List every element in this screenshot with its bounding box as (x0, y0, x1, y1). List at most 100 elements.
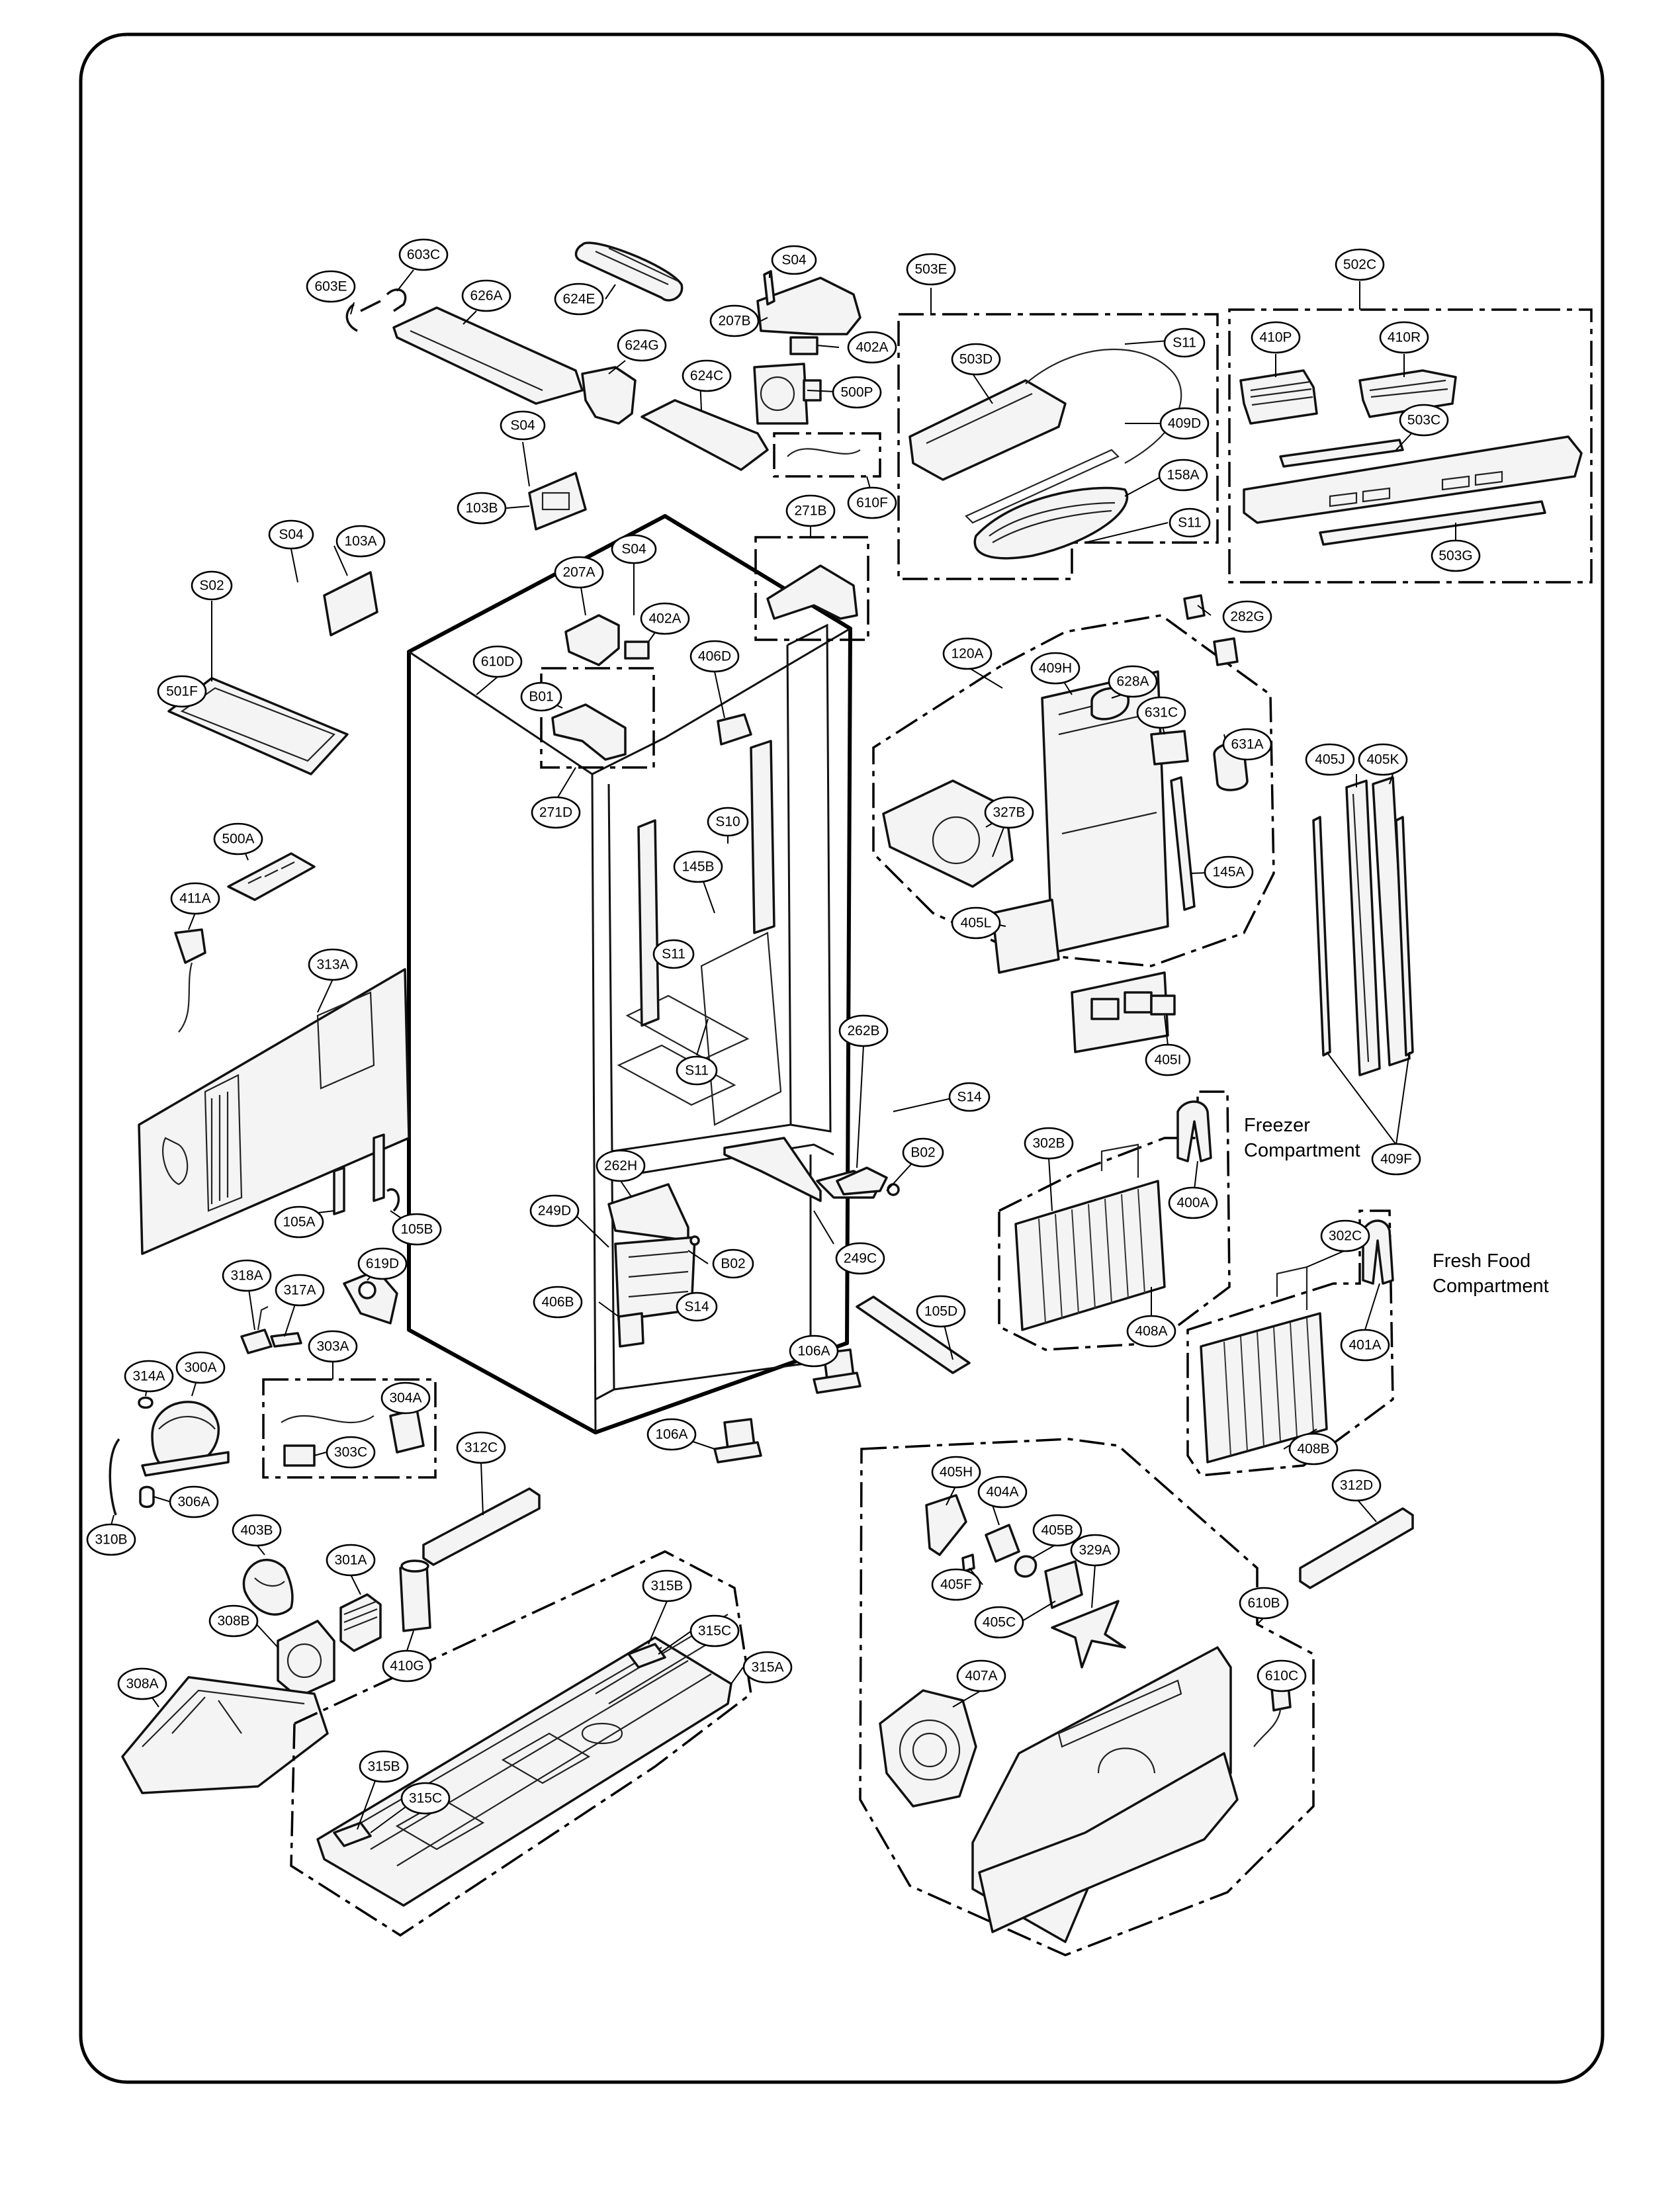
svg-text:S14: S14 (684, 1299, 709, 1315)
callout-315B: 315B (642, 1569, 692, 1602)
svg-text:405B: 405B (1041, 1523, 1073, 1538)
upper-hinge (766, 564, 858, 620)
svg-text:405K: 405K (1366, 752, 1399, 767)
svg-text:S04: S04 (279, 527, 304, 543)
callout-303A: 303A (308, 1330, 358, 1363)
tube-310B (109, 1438, 120, 1516)
part-402A (624, 640, 650, 660)
svg-text:271B: 271B (794, 503, 826, 519)
svg-text:503C: 503C (1407, 413, 1440, 428)
svg-text:105B: 105B (400, 1222, 433, 1237)
tube-105A (333, 1166, 345, 1215)
bracket-207B (756, 277, 862, 335)
svg-text:318A: 318A (230, 1268, 263, 1284)
callout-315B-lower: 315B (359, 1750, 409, 1783)
callout-405C: 405C (974, 1606, 1024, 1639)
svg-text:500A: 500A (222, 832, 254, 847)
callout-S04-c: S04 (268, 519, 314, 550)
svg-text:317A: 317A (283, 1283, 316, 1298)
fresh-food-caption-line1: Fresh Food (1433, 1250, 1530, 1272)
page-frame (79, 32, 1605, 2084)
svg-text:315C: 315C (409, 1791, 442, 1806)
callout-105B: 105B (392, 1213, 442, 1246)
freezer-caption-line1: Freezer (1244, 1115, 1310, 1136)
washer-405B (1014, 1555, 1038, 1578)
callout-500A: 500A (213, 822, 263, 855)
part-318A (240, 1329, 273, 1354)
callout-610D: 610D (472, 645, 523, 678)
svg-text:631A: 631A (1231, 737, 1263, 752)
svg-text:158A: 158A (1167, 468, 1199, 483)
hinge-group-271D (540, 667, 655, 769)
callout-282G: 282G (1222, 600, 1272, 633)
callout-603C: 603C (398, 238, 449, 271)
screw-S04-top (763, 270, 775, 306)
callout-271D: 271D (531, 796, 581, 829)
part-402A-top (789, 336, 818, 355)
svg-text:S11: S11 (662, 947, 685, 962)
grommet-314A (138, 1396, 154, 1409)
svg-text:405C: 405C (983, 1615, 1016, 1630)
pcb-500A (227, 852, 316, 901)
callout-S14-b: S14 (676, 1291, 718, 1322)
hinge-group-271B (754, 536, 869, 641)
svg-text:408A: 408A (1135, 1324, 1167, 1339)
callout-S04-d: S04 (611, 534, 657, 564)
svg-text:628A: 628A (1116, 674, 1149, 689)
relay-303C (283, 1444, 316, 1467)
callout-158A: 158A (1158, 459, 1208, 492)
fan-blade-329A (1051, 1600, 1126, 1669)
svg-text:624C: 624C (690, 369, 723, 384)
callout-405H: 405H (931, 1456, 981, 1489)
callout-628A: 628A (1108, 665, 1158, 698)
svg-text:S11: S11 (685, 1063, 709, 1078)
svg-text:207B: 207B (718, 314, 750, 329)
svg-text:610B: 610B (1247, 1596, 1280, 1611)
svg-text:B02: B02 (721, 1256, 745, 1272)
freezer-fan-group (859, 1438, 1315, 1956)
callout-603E: 603E (306, 270, 356, 303)
svg-text:249C: 249C (844, 1251, 877, 1266)
wire-303A (281, 1415, 375, 1423)
svg-text:403B: 403B (240, 1523, 273, 1538)
svg-text:S04: S04 (621, 542, 646, 557)
fan-blade-403B (242, 1559, 294, 1616)
strip-503G (1319, 500, 1546, 546)
fresh-food-caption-line2: Compartment (1433, 1276, 1549, 1297)
callout-S02: S02 (191, 570, 233, 601)
svg-text:405I: 405I (1155, 1053, 1182, 1068)
drain-pan-308A (121, 1676, 329, 1794)
callout-262H: 262H (596, 1149, 646, 1182)
pad-631C (1150, 730, 1189, 766)
heatsink-301A (339, 1593, 382, 1652)
svg-text:410P: 410P (1259, 330, 1292, 345)
group-315A (290, 1550, 752, 1937)
grille-158A (973, 486, 1129, 560)
cover-103A (323, 571, 378, 636)
callout-105D: 105D (916, 1295, 966, 1328)
callout-405J: 405J (1305, 743, 1355, 776)
svg-text:S11: S11 (1178, 515, 1202, 531)
svg-text:406B: 406B (541, 1295, 574, 1310)
callout-411A: 411A (170, 882, 220, 915)
callout-329A: 329A (1070, 1534, 1120, 1567)
callout-405L: 405L (951, 906, 1001, 940)
callout-S11-a: S11 (1163, 328, 1206, 358)
callouts: 603E 603C 626A 624E 624G 624C 207B S04 4… (86, 238, 1481, 1815)
strip-145A (1170, 776, 1196, 911)
callout-300A: 300A (175, 1351, 226, 1384)
callout-306A: 306A (169, 1485, 219, 1518)
callout-105A: 105A (274, 1205, 324, 1239)
callout-405F: 405F (931, 1568, 981, 1601)
left-hinge (551, 703, 627, 761)
svg-text:400A: 400A (1176, 1196, 1209, 1211)
callout-315C: 315C (689, 1614, 740, 1647)
evaporator-408B (1200, 1312, 1328, 1464)
clip-603C (386, 288, 407, 312)
valve-624G (581, 366, 637, 425)
panel-405J (1345, 779, 1381, 1076)
callout-624G: 624G (617, 329, 667, 362)
svg-text:404A: 404A (986, 1485, 1018, 1500)
svg-text:405L: 405L (961, 916, 992, 931)
callout-410G: 410G (382, 1649, 432, 1683)
